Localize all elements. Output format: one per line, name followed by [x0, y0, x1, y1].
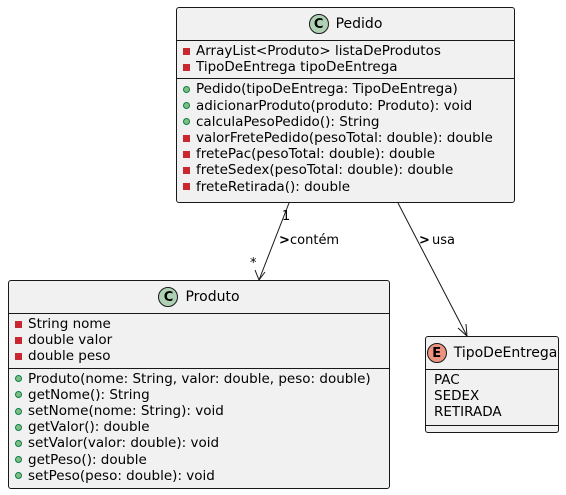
- method-text: Produto(nome: String, valor: double, pes…: [28, 370, 371, 387]
- enum-literal: SEDEX: [434, 388, 480, 405]
- tipodeentrega-enum-name: TipoDeEntrega: [453, 345, 558, 361]
- public-visibility-icon: [183, 102, 190, 110]
- pedido-class-box[interactable]: C Pedido ArrayList<Produto> listaDeProdu…: [176, 7, 515, 203]
- private-visibility-icon: [183, 47, 190, 55]
- usa-direction-glyph: >: [419, 233, 430, 248]
- method-row: getValor(): double: [15, 419, 383, 435]
- private-visibility-icon: [183, 63, 190, 71]
- public-visibility-icon: [15, 439, 22, 447]
- contem-source-multiplicity: 1: [282, 209, 291, 224]
- method-text: setValor(valor: double): void: [28, 435, 220, 452]
- class-stereotype-icon: C: [308, 14, 329, 34]
- method-text: getPeso(): double: [28, 451, 147, 468]
- attribute-text: double peso: [28, 348, 111, 365]
- contem-label: contém: [290, 233, 340, 248]
- method-text: calculaPesoPedido(): String: [196, 113, 380, 130]
- usa-arrowhead: [457, 323, 468, 338]
- method-text: setNome(nome: String): void: [28, 402, 224, 419]
- method-row: Produto(nome: String, valor: double, pes…: [15, 371, 383, 387]
- private-visibility-icon: [15, 336, 22, 344]
- attribute-row: TipoDeEntrega tipoDeEntrega: [183, 59, 508, 75]
- pedido-attributes: ArrayList<Produto> listaDeProdutos TipoD…: [177, 41, 514, 80]
- method-row: freteRetirada(): double: [183, 179, 508, 195]
- usa-label: usa: [432, 233, 455, 248]
- method-row: valorFretePedido(pesoTotal: double): dou…: [183, 130, 508, 146]
- public-visibility-icon: [15, 375, 22, 383]
- produto-class-box[interactable]: C Produto String nome double valor doubl…: [8, 280, 390, 489]
- public-visibility-icon: [15, 423, 22, 431]
- method-row: setPeso(peso: double): void: [15, 468, 383, 484]
- method-text: freteSedex(pesoTotal: double): double: [196, 162, 454, 179]
- attribute-text: String nome: [28, 316, 111, 332]
- attribute-row: String nome: [15, 316, 383, 332]
- produto-class-name: Produto: [185, 289, 240, 305]
- method-text: freteRetirada(): double: [196, 178, 351, 195]
- contem-association-line: [258, 202, 290, 281]
- method-text: getValor(): double: [28, 419, 150, 436]
- method-row: getPeso(): double: [15, 452, 383, 468]
- tipodeentrega-empty-section: [426, 426, 558, 430]
- produto-methods: Produto(nome: String, valor: double, pes…: [9, 369, 389, 487]
- private-visibility-icon: [15, 320, 22, 328]
- enum-stereotype-icon: E: [426, 343, 447, 363]
- method-row: adicionarProduto(produto: Produto): void: [183, 98, 508, 114]
- attribute-row: double peso: [15, 348, 383, 364]
- method-text: adicionarProduto(produto: Produto): void: [196, 97, 473, 114]
- pedido-class-name: Pedido: [335, 16, 383, 32]
- tipodeentrega-enum-header: E TipoDeEntrega: [426, 337, 558, 370]
- private-visibility-icon: [183, 183, 190, 191]
- produto-class-header: C Produto: [9, 281, 389, 314]
- private-visibility-icon: [183, 150, 190, 158]
- produto-attributes: String nome double valor double peso: [9, 314, 389, 369]
- attribute-text: double valor: [28, 332, 113, 349]
- private-visibility-icon: [183, 166, 190, 174]
- tipodeentrega-enum-box[interactable]: E TipoDeEntrega PAC SEDEX RETIRADA: [425, 336, 559, 433]
- usa-association-line: [397, 202, 468, 337]
- method-text: Pedido(tipoDeEntrega: TipoDeEntrega): [196, 81, 458, 98]
- method-text: setPeso(peso: double): void: [28, 467, 215, 484]
- pedido-class-header: C Pedido: [177, 8, 514, 41]
- public-visibility-icon: [15, 391, 22, 399]
- contem-arrowhead: [254, 269, 266, 282]
- method-text: fretePac(pesoTotal: double): double: [196, 146, 436, 163]
- method-row: fretePac(pesoTotal: double): double: [183, 146, 508, 162]
- public-visibility-icon: [15, 407, 22, 415]
- method-row: freteSedex(pesoTotal: double): double: [183, 162, 508, 178]
- private-visibility-icon: [183, 134, 190, 142]
- enum-literal: PAC: [434, 372, 460, 388]
- attribute-row: double valor: [15, 332, 383, 348]
- method-text: getNome(): String: [28, 386, 150, 403]
- contem-target-multiplicity: *: [250, 256, 257, 271]
- class-stereotype-icon: C: [158, 287, 179, 307]
- method-text: valorFretePedido(pesoTotal: double): dou…: [196, 129, 493, 146]
- public-visibility-icon: [15, 456, 22, 464]
- tipodeentrega-literals: PAC SEDEX RETIRADA: [426, 370, 558, 426]
- attribute-text: TipoDeEntrega tipoDeEntrega: [196, 59, 398, 76]
- attribute-row: ArrayList<Produto> listaDeProdutos: [183, 43, 508, 59]
- method-row: setNome(nome: String): void: [15, 403, 383, 419]
- pedido-methods: Pedido(tipoDeEntrega: TipoDeEntrega) adi…: [177, 79, 514, 197]
- public-visibility-icon: [183, 118, 190, 126]
- public-visibility-icon: [15, 472, 22, 480]
- private-visibility-icon: [15, 352, 22, 360]
- contem-direction-glyph: >: [279, 233, 290, 248]
- method-row: Pedido(tipoDeEntrega: TipoDeEntrega): [183, 81, 508, 97]
- method-row: getNome(): String: [15, 387, 383, 403]
- attribute-text: ArrayList<Produto> listaDeProdutos: [196, 43, 441, 59]
- method-row: calculaPesoPedido(): String: [183, 114, 508, 130]
- public-visibility-icon: [183, 85, 190, 93]
- enum-literal: RETIRADA: [434, 404, 502, 421]
- method-row: setValor(valor: double): void: [15, 435, 383, 451]
